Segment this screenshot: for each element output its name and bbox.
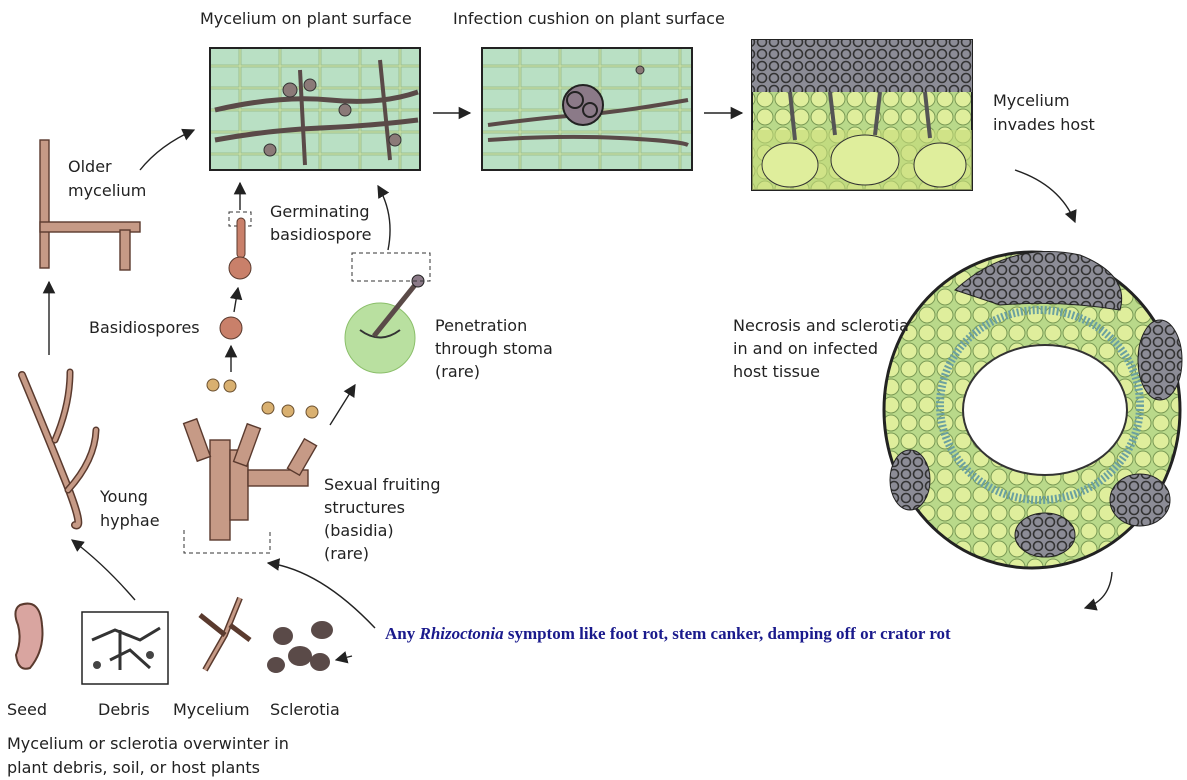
label-sclerotia: Sclerotia [270, 700, 340, 719]
label-debris: Debris [98, 700, 150, 719]
arrow-older-to-surface [140, 130, 194, 170]
young-hyphae-illustration [22, 372, 96, 525]
label-mycelium-invades-2: invades host [993, 115, 1095, 134]
label-sexual-1: Sexual fruiting [324, 475, 440, 494]
label-germinating-1: Germinating [270, 202, 370, 221]
label-penetration-2: through stoma [435, 339, 553, 358]
label-mycelium-on-plant-surface: Mycelium on plant surface [200, 9, 412, 28]
label-older-mycelium-2: mycelium [68, 181, 146, 200]
label-penetration-3: (rare) [435, 362, 480, 381]
arrow-symptom-to-basidia [268, 563, 375, 628]
arrow-basidia-to-stoma [330, 385, 355, 425]
symptom-text: Any Rhizoctonia symptom like foot rot, s… [385, 624, 951, 643]
basidiospore [220, 317, 242, 339]
arrow-spore-to-germ [234, 288, 238, 312]
sclerotia-illustration [267, 621, 333, 673]
germ-tube [237, 218, 245, 258]
seed-illustration [15, 604, 42, 669]
mycelium-bottom-illustration [200, 598, 250, 670]
panel-mycelium-on-surface [210, 48, 420, 170]
debris-illustration [82, 612, 168, 684]
panel-mycelium-invades-host [752, 40, 972, 190]
label-mycelium-invades-1: Mycelium [993, 91, 1070, 110]
label-mycelium: Mycelium [173, 700, 250, 719]
label-sexual-4: (rare) [324, 544, 369, 563]
arrow-invade-to-cross-section [1015, 170, 1075, 222]
panel-infection-cushion [482, 48, 692, 170]
label-sexual-3: (basidia) [324, 521, 394, 540]
arrow-cross-section-down [1085, 572, 1112, 608]
label-older-mycelium-1: Older [68, 157, 112, 176]
label-germinating-2: basidiospore [270, 225, 371, 244]
germinating-spore [229, 257, 251, 279]
label-necrosis-1: Necrosis and sclerotia [733, 316, 909, 335]
label-basidiospores: Basidiospores [89, 318, 200, 337]
label-overwinter-2: plant debris, soil, or host plants [7, 758, 260, 777]
arrow-inoculum-to-young-hyphae [72, 540, 135, 600]
label-seed: Seed [7, 700, 47, 719]
label-overwinter-1: Mycelium or sclerotia overwinter in [7, 734, 289, 753]
label-infection-cushion: Infection cushion on plant surface [453, 9, 725, 28]
label-sexual-2: structures [324, 498, 405, 517]
label-necrosis-3: host tissue [733, 362, 820, 381]
label-young-hyphae-1: Young [99, 487, 148, 506]
label-penetration-1: Penetration [435, 316, 527, 335]
arrow-stoma-to-surface [378, 186, 390, 250]
arrow-to-sclerotia [336, 656, 352, 660]
host-cross-section [884, 252, 1182, 568]
label-young-hyphae-2: hyphae [100, 511, 160, 530]
basidia-illustration [184, 379, 318, 540]
label-necrosis-2: in and on infected [733, 339, 878, 358]
